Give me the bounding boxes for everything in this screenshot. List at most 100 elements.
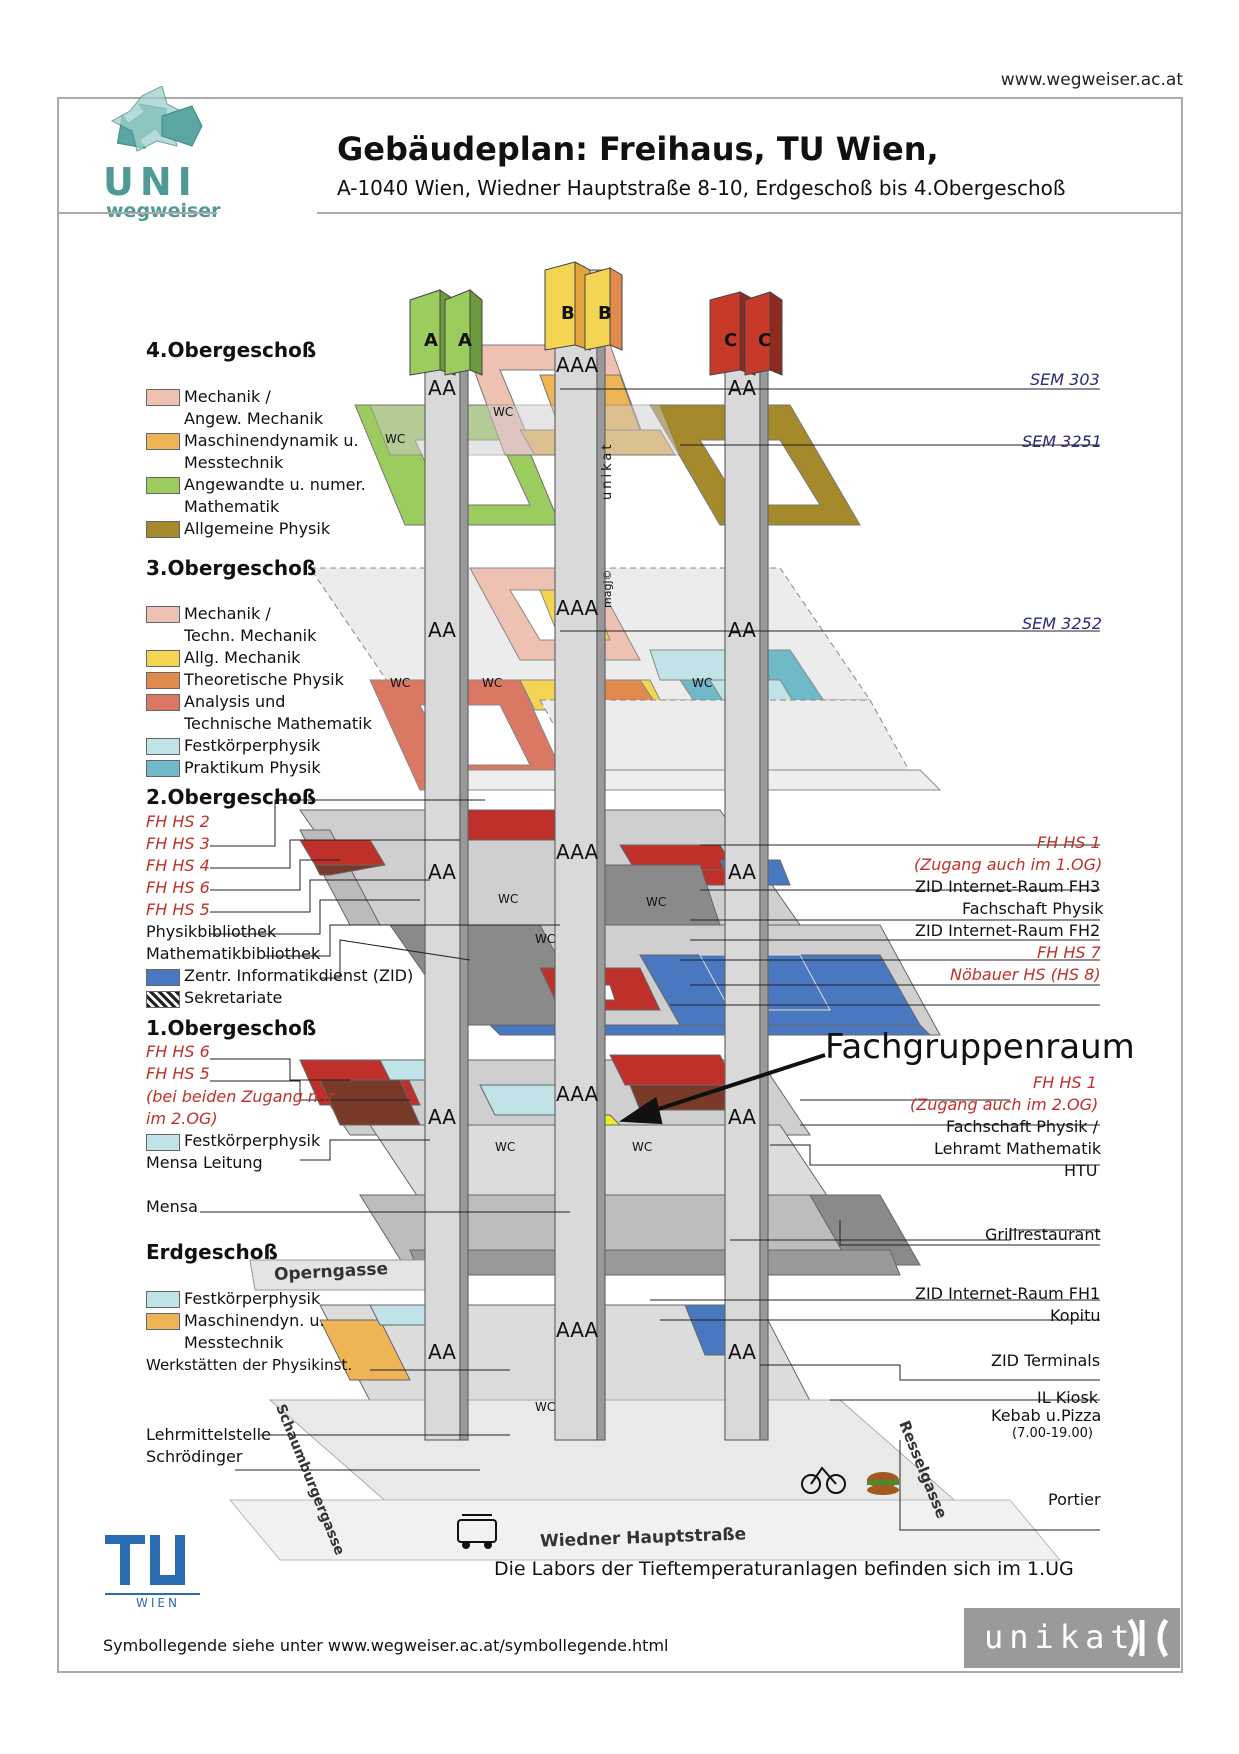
eg-swatch-2 bbox=[146, 1313, 180, 1330]
og1-mensa-leitung: Mensa Leitung bbox=[146, 1153, 263, 1172]
og3-swatch-1 bbox=[146, 606, 180, 623]
og3-swatch-5 bbox=[146, 738, 180, 755]
wc-og2-b: WC bbox=[535, 932, 556, 946]
eg-il-kiosk: IL Kiosk bbox=[1037, 1388, 1099, 1407]
eg-swatch-1 bbox=[146, 1291, 180, 1308]
og1-mensa: Mensa bbox=[146, 1197, 198, 1216]
og4-legend-label-1: Mechanik / Angew. Mechanik bbox=[184, 387, 324, 428]
og3-legend-label-4: Analysis und Technische Mathematik bbox=[184, 692, 372, 733]
og3-legend-label-6: Praktikum Physik bbox=[184, 758, 321, 777]
og2-fh-hs-4[interactable]: FH HS 4 bbox=[146, 856, 210, 875]
og4-legend-label-2: Maschinendynamik u. Messtechnik bbox=[184, 431, 359, 472]
og4-swatch-1 bbox=[146, 389, 180, 406]
wc-og3-b: WC bbox=[482, 676, 503, 690]
og4-legend-label-3: Angewandte u. numer. Mathematik bbox=[184, 475, 366, 516]
eg-legend-1: Festkörperphysik bbox=[184, 1288, 320, 1310]
og2-fh-hs-6[interactable]: FH HS 6 bbox=[146, 878, 210, 897]
eg-kebab-pizza: Kebab u.Pizza bbox=[991, 1406, 1102, 1425]
og2-zid-fh2: ZID Internet-Raum FH2 bbox=[915, 921, 1101, 940]
header-url[interactable]: www.wegweiser.ac.at bbox=[1000, 70, 1183, 90]
uni-logo-icon bbox=[110, 86, 203, 152]
stair-columns bbox=[424, 269, 769, 1441]
sem-303[interactable]: SEM 303 bbox=[1030, 370, 1100, 389]
stair-aaa-og2-b: AAA bbox=[556, 840, 599, 864]
page-frame bbox=[57, 97, 1183, 1673]
og2-fh-hs-7[interactable]: FH HS 7 bbox=[1037, 943, 1101, 962]
og1-fh-hs-5[interactable]: FH HS 5 bbox=[146, 1064, 210, 1083]
stair-aaa-og4-b: AAA bbox=[556, 353, 599, 377]
og3-legend-4: Analysis und Technische Mathematik bbox=[184, 691, 372, 735]
fachgruppenraum-annotation: Fachgruppenraum bbox=[825, 1027, 1135, 1067]
fachgruppenraum-arrow bbox=[618, 1053, 826, 1125]
vertical-unikat-brand: unikat bbox=[600, 441, 615, 500]
tower-c-label-2: C bbox=[758, 330, 772, 351]
og2-fh-hs-1[interactable]: FH HS 1 bbox=[1037, 833, 1101, 852]
stair-aa-og2-c: AA bbox=[728, 860, 756, 884]
og1-fh-hs-6[interactable]: FH HS 6 bbox=[146, 1042, 210, 1061]
og3-legend-2: Allg. Mechanik bbox=[184, 647, 300, 669]
stair-aaa-og1-b: AAA bbox=[556, 1082, 599, 1106]
og4-legend-1: Mechanik / Angew. Mechanik bbox=[184, 386, 323, 430]
og3-swatch-6 bbox=[146, 760, 180, 777]
tower-b-label-2: B bbox=[598, 303, 612, 324]
wc-eg-a: WC bbox=[535, 1400, 556, 1414]
eg-opening-hours: (7.00-19.00) bbox=[1012, 1426, 1093, 1441]
stair-aa-og1-c: AA bbox=[728, 1105, 756, 1129]
og4-legend-4: Allgemeine Physik bbox=[184, 518, 330, 540]
eg-lehrmittelstelle: Lehrmittelstelle bbox=[146, 1425, 271, 1444]
og3-swatch-2 bbox=[146, 650, 180, 667]
og2-zid-swatch bbox=[146, 969, 180, 986]
og4-legend-3: Angewandte u. numer. Mathematik bbox=[184, 474, 366, 518]
og1-lehramt-mathematik: Lehramt Mathematik bbox=[934, 1139, 1102, 1158]
stair-aaa-eg-b: AAA bbox=[556, 1318, 599, 1342]
og2-physikbibliothek: Physikbibliothek bbox=[146, 922, 277, 941]
grillrestaurant: Grillrestaurant bbox=[985, 1225, 1101, 1244]
og2-zid: Zentr. Informatikdienst (ZID) bbox=[184, 966, 414, 985]
burger-icon bbox=[867, 1472, 899, 1495]
eg-heading: Erdgeschoß bbox=[146, 1240, 278, 1264]
og1-festkoerper: Festkörperphysik bbox=[184, 1131, 321, 1150]
eg-legend-label-1: Festkörperphysik bbox=[184, 1289, 321, 1308]
og2-noebauer-hs[interactable]: Nöbauer HS (HS 8) bbox=[950, 965, 1101, 984]
eg-legend-2: Maschinendyn. u. Messtechnik bbox=[184, 1310, 325, 1354]
og3-legend-label-3: Theoretische Physik bbox=[184, 670, 344, 689]
stair-aa-og3-c: AA bbox=[728, 618, 756, 642]
eg-kopitu: Kopitu bbox=[1050, 1306, 1101, 1325]
wc-og3-c: WC bbox=[692, 676, 713, 690]
stair-aa-og2-a: AA bbox=[428, 860, 456, 884]
og2-sekretariate-swatch bbox=[146, 991, 180, 1008]
og4-heading: 4.Obergeschoß bbox=[146, 338, 317, 362]
header-rule bbox=[317, 212, 1183, 214]
sem-3252[interactable]: SEM 3252 bbox=[1022, 614, 1102, 633]
og4-legend-label-4: Allgemeine Physik bbox=[184, 519, 331, 538]
og2-fh-hs-3[interactable]: FH HS 3 bbox=[146, 834, 210, 853]
wc-og3-a: WC bbox=[390, 676, 411, 690]
og1-fh-hs-1[interactable]: FH HS 1 bbox=[1033, 1073, 1097, 1092]
tu-logo-icon bbox=[105, 1535, 200, 1595]
og4-swatch-4 bbox=[146, 521, 180, 538]
logo-rule bbox=[57, 212, 217, 214]
og1-fachschaft-physik: Fachschaft Physik / bbox=[946, 1117, 1099, 1136]
stair-aa-og3-a: AA bbox=[428, 618, 456, 642]
unikat-badge-text: unikat bbox=[984, 1618, 1136, 1656]
wc-og4-b: WC bbox=[493, 405, 514, 419]
tower-c-label-1: C bbox=[724, 330, 738, 351]
tram-icon bbox=[457, 1514, 497, 1549]
eg-schroedinger: Schrödinger bbox=[146, 1447, 243, 1466]
wc-og2-a: WC bbox=[498, 892, 519, 906]
tower-b-label-1: B bbox=[561, 303, 575, 324]
og3-legend-1: Mechanik / Techn. Mechanik bbox=[184, 603, 316, 647]
stair-aa-og1-a: AA bbox=[428, 1105, 456, 1129]
og2-fh-hs-2[interactable]: FH HS 2 bbox=[146, 812, 210, 831]
og3-heading: 3.Obergeschoß bbox=[146, 556, 317, 580]
og1-htu: HTU bbox=[1064, 1161, 1098, 1180]
page-subtitle: A-1040 Wien, Wiedner Hauptstraße 8-10, E… bbox=[337, 176, 1066, 200]
tower-flags bbox=[409, 261, 783, 376]
og2-mathematikbibliothek: Mathematikbibliothek bbox=[146, 944, 321, 963]
og2-fh-hs-5[interactable]: FH HS 5 bbox=[146, 900, 210, 919]
eg-zid-terminals: ZID Terminals bbox=[991, 1351, 1101, 1370]
symbol-legend-link[interactable]: Symbollegende siehe unter www.wegweiser.… bbox=[103, 1636, 669, 1655]
eg-zid-fh1: ZID Internet-Raum FH1 bbox=[915, 1284, 1101, 1303]
sem-3251[interactable]: SEM 3251 bbox=[1022, 432, 1102, 451]
